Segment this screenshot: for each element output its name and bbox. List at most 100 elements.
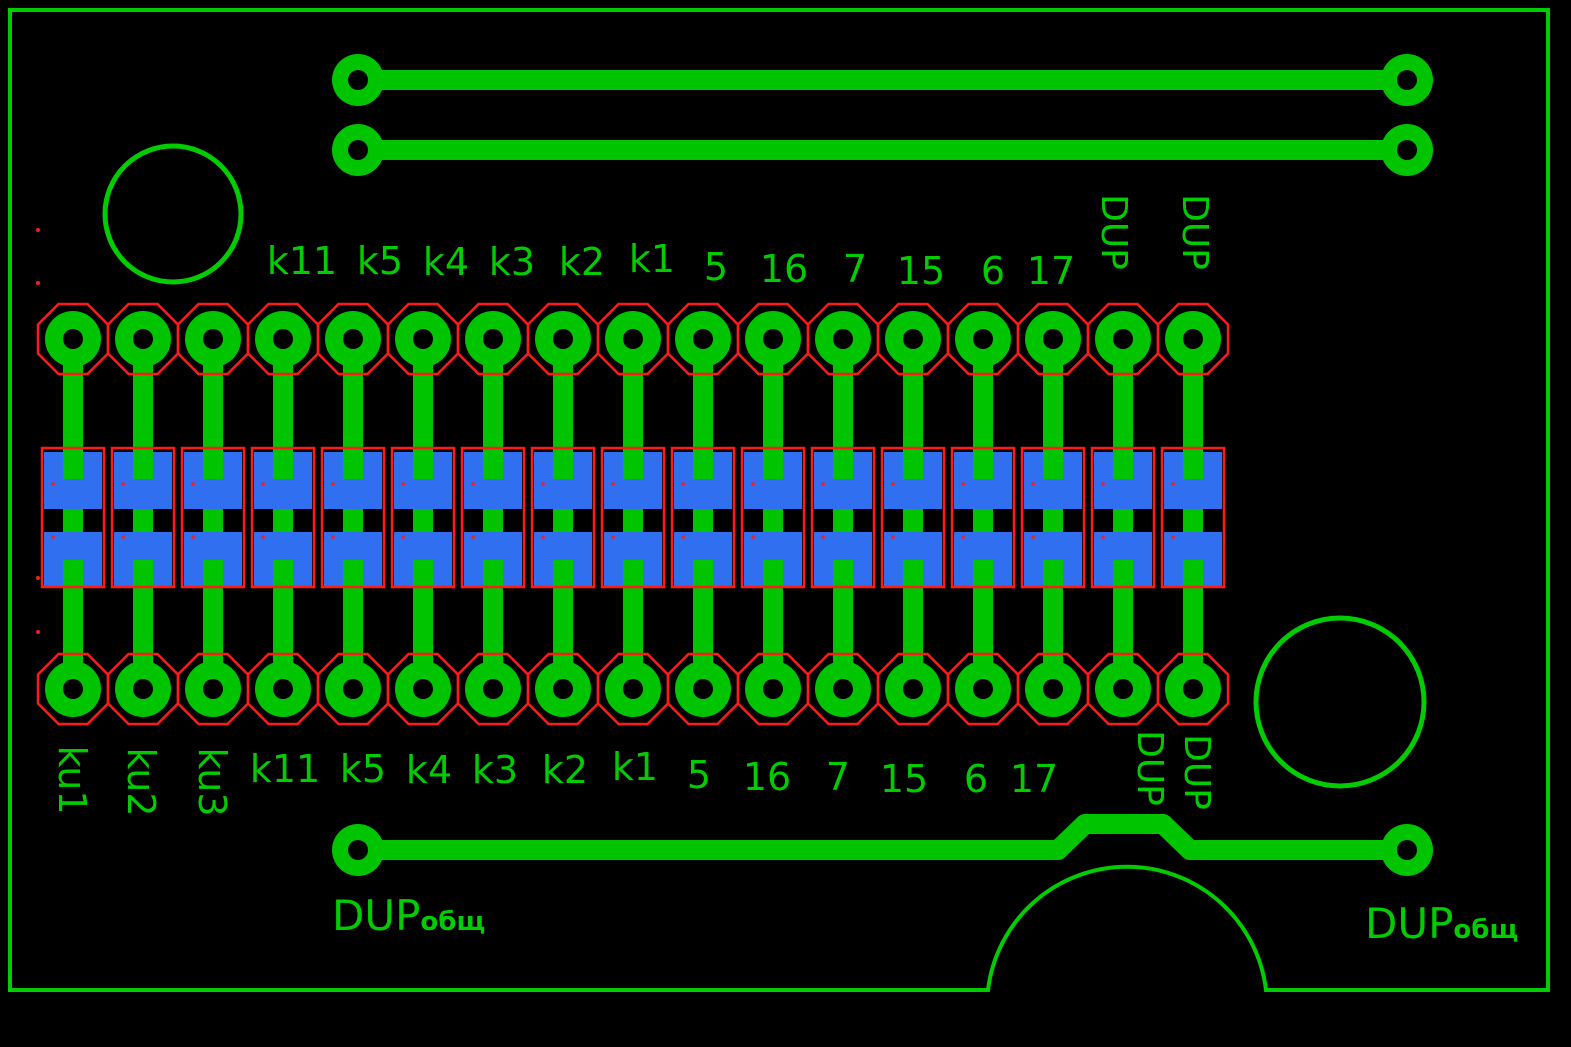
pin-marker <box>261 535 265 539</box>
pin-marker <box>261 482 265 486</box>
drill-hole <box>973 679 993 699</box>
drill-hole <box>343 679 363 699</box>
pin-marker <box>681 482 685 486</box>
pin-marker <box>121 482 125 486</box>
smd-pad-trace <box>273 560 293 586</box>
drill-hole <box>763 329 783 349</box>
pin-marker <box>821 535 825 539</box>
component-outline <box>810 446 876 589</box>
component-column <box>876 302 950 726</box>
net-label-right: DUPобщ <box>1365 899 1518 948</box>
mounting-hole-icon <box>1253 615 1427 789</box>
drill-hole <box>1043 679 1063 699</box>
drill-hole <box>1113 329 1133 349</box>
pad-outline <box>876 302 950 376</box>
bottom-label: k11 <box>250 747 320 791</box>
pad-outline <box>736 652 810 726</box>
drill-hole <box>273 329 293 349</box>
smd-pad-trace <box>623 560 643 586</box>
net-label-left: DUPобщ <box>332 891 485 940</box>
top-label: 6 <box>981 249 1005 293</box>
component-column <box>106 302 180 726</box>
smd-pad-trace <box>973 560 993 586</box>
pin-marker <box>751 482 755 486</box>
smd-pad-trace <box>553 452 573 479</box>
pin-marker <box>51 535 55 539</box>
component-column <box>806 302 880 726</box>
smd-pad-trace <box>553 560 573 586</box>
top-label: k5 <box>357 239 403 283</box>
pad-outline <box>876 652 950 726</box>
drill-hole <box>833 329 853 349</box>
component-column <box>1016 302 1090 726</box>
smd-pad-trace <box>63 452 83 479</box>
component-outline <box>1020 446 1086 589</box>
drill-hole <box>763 679 783 699</box>
pad-outline <box>1016 302 1090 376</box>
top-label: 15 <box>897 249 945 293</box>
drill-hole <box>273 679 293 699</box>
top-trace-2 <box>332 124 1433 176</box>
pad-outline <box>246 302 320 376</box>
pin-marker <box>191 482 195 486</box>
pad-outline <box>806 652 880 726</box>
drill-hole <box>903 329 923 349</box>
pin-marker <box>891 482 895 486</box>
smd-pad-trace <box>483 560 503 586</box>
drill-hole <box>973 329 993 349</box>
component-column <box>36 302 110 726</box>
pin-marker <box>961 482 965 486</box>
smd-pad-trace <box>973 452 993 479</box>
component-column <box>596 302 670 726</box>
pad-outline <box>36 302 110 376</box>
smd-pad-trace <box>693 560 713 586</box>
drill-hole <box>413 329 433 349</box>
pad-outline <box>946 652 1020 726</box>
bottom-dup-label: DUP <box>1176 734 1217 810</box>
bottom-trace <box>332 814 1433 876</box>
component-column <box>316 302 390 726</box>
top-label: k1 <box>629 237 675 281</box>
smd-pad-trace <box>1183 452 1203 479</box>
pin-marker <box>751 535 755 539</box>
pin-marker <box>401 535 405 539</box>
component-column <box>666 302 740 726</box>
pad-outline <box>596 302 670 376</box>
pin-marker <box>331 535 335 539</box>
pin-marker <box>471 482 475 486</box>
component-outline <box>950 446 1016 589</box>
component-column <box>1156 302 1230 726</box>
component-outline <box>390 446 456 589</box>
pad-outline <box>526 302 600 376</box>
component-columns <box>36 302 1230 726</box>
smd-pad-trace <box>1183 560 1203 586</box>
smd-pad-trace <box>343 452 363 479</box>
drill-hole <box>623 329 643 349</box>
pad-outline <box>1156 302 1230 376</box>
top-dup-label: DUP <box>1174 194 1215 270</box>
top-label: 7 <box>843 247 867 291</box>
drill-hole <box>203 329 223 349</box>
drill-hole <box>693 329 713 349</box>
pad-outline <box>176 652 250 726</box>
bottom-label: k2 <box>542 748 588 792</box>
top-label: 5 <box>704 245 728 289</box>
bottom-dup-labels: DUP DUP <box>1129 730 1217 810</box>
smd-pad-trace <box>833 452 853 479</box>
bottom-label: k4 <box>406 748 452 792</box>
component-column <box>386 302 460 726</box>
pin-marker <box>681 535 685 539</box>
bottom-label: k1 <box>612 745 658 789</box>
pin-marker <box>471 535 475 539</box>
smd-pad-trace <box>623 452 643 479</box>
component-outline <box>320 446 386 589</box>
pad-outline <box>666 302 740 376</box>
component-column <box>1086 302 1160 726</box>
pin-marker <box>121 535 125 539</box>
bottom-rotated-labels: ku1 ku2 ku3 <box>50 745 234 816</box>
pad-outline <box>106 302 180 376</box>
component-column <box>946 302 1020 726</box>
smd-pad-trace <box>203 452 223 479</box>
pin-marker <box>541 535 545 539</box>
bottom-label: k5 <box>340 747 386 791</box>
